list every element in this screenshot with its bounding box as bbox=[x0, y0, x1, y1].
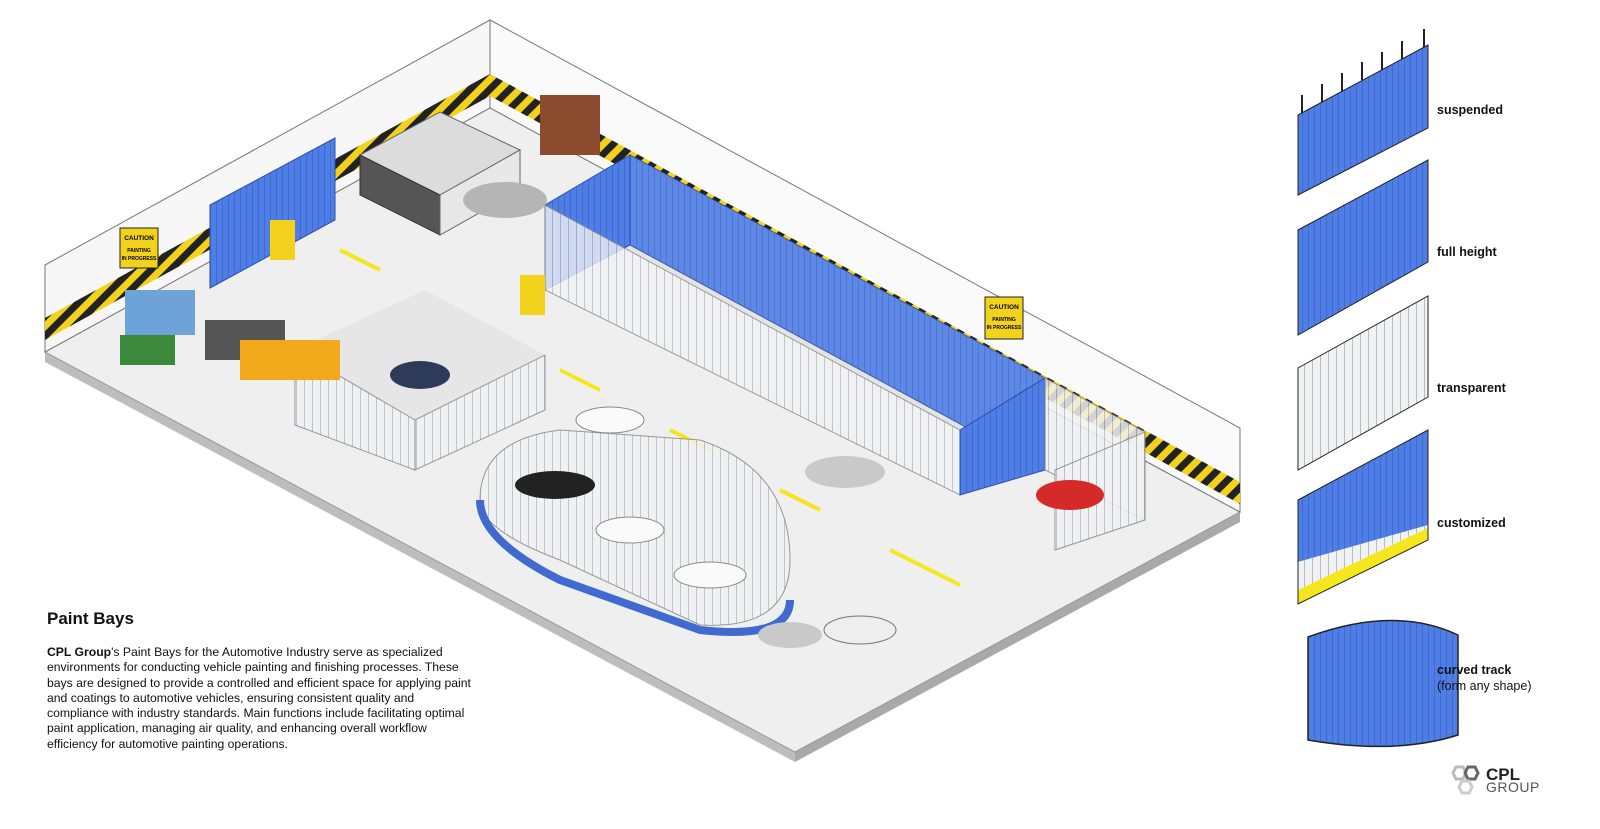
svg-text:IN PROGRESS: IN PROGRESS bbox=[987, 325, 1022, 331]
description-text: 's Paint Bays for the Automotive Industr… bbox=[47, 645, 471, 751]
legend-full-height-swatch bbox=[1297, 159, 1429, 336]
svg-text:CAUTION: CAUTION bbox=[124, 235, 154, 242]
hexagon-logo-icon bbox=[1451, 765, 1480, 795]
page-title: Paint Bays bbox=[47, 609, 134, 628]
svg-text:CAUTION: CAUTION bbox=[989, 304, 1019, 311]
legend-label-customized: customized bbox=[1437, 516, 1506, 530]
legend-label-full-height: full height bbox=[1437, 245, 1497, 259]
blue-curtain bbox=[209, 137, 336, 289]
legend-suspended-swatch bbox=[1297, 29, 1429, 196]
legend-label-suspended: suspended bbox=[1437, 103, 1503, 117]
vehicles bbox=[390, 182, 1104, 648]
legend-label-transparent: transparent bbox=[1437, 381, 1506, 395]
legend-label-curved-track: curved track(form any shape) bbox=[1437, 663, 1532, 693]
caution-sign: CAUTION PAINTING IN PROGRESS bbox=[984, 296, 1024, 340]
svg-text:IN PROGRESS: IN PROGRESS bbox=[122, 256, 157, 262]
caution-sign: CAUTION PAINTING IN PROGRESS bbox=[119, 227, 159, 269]
svg-text:PAINTING: PAINTING bbox=[127, 248, 151, 254]
machinery bbox=[120, 220, 545, 380]
legend-transparent-swatch bbox=[1297, 295, 1429, 471]
paint-bay-row bbox=[544, 154, 1046, 496]
floor bbox=[43, 107, 1242, 762]
legend-customized-swatch bbox=[1297, 429, 1429, 605]
svg-text:PAINTING: PAINTING bbox=[992, 317, 1016, 323]
legend-curved-track-swatch bbox=[1307, 619, 1459, 748]
brand-name: CPL Group bbox=[47, 645, 112, 659]
description: CPL Group's Paint Bays for the Automotiv… bbox=[47, 645, 477, 752]
